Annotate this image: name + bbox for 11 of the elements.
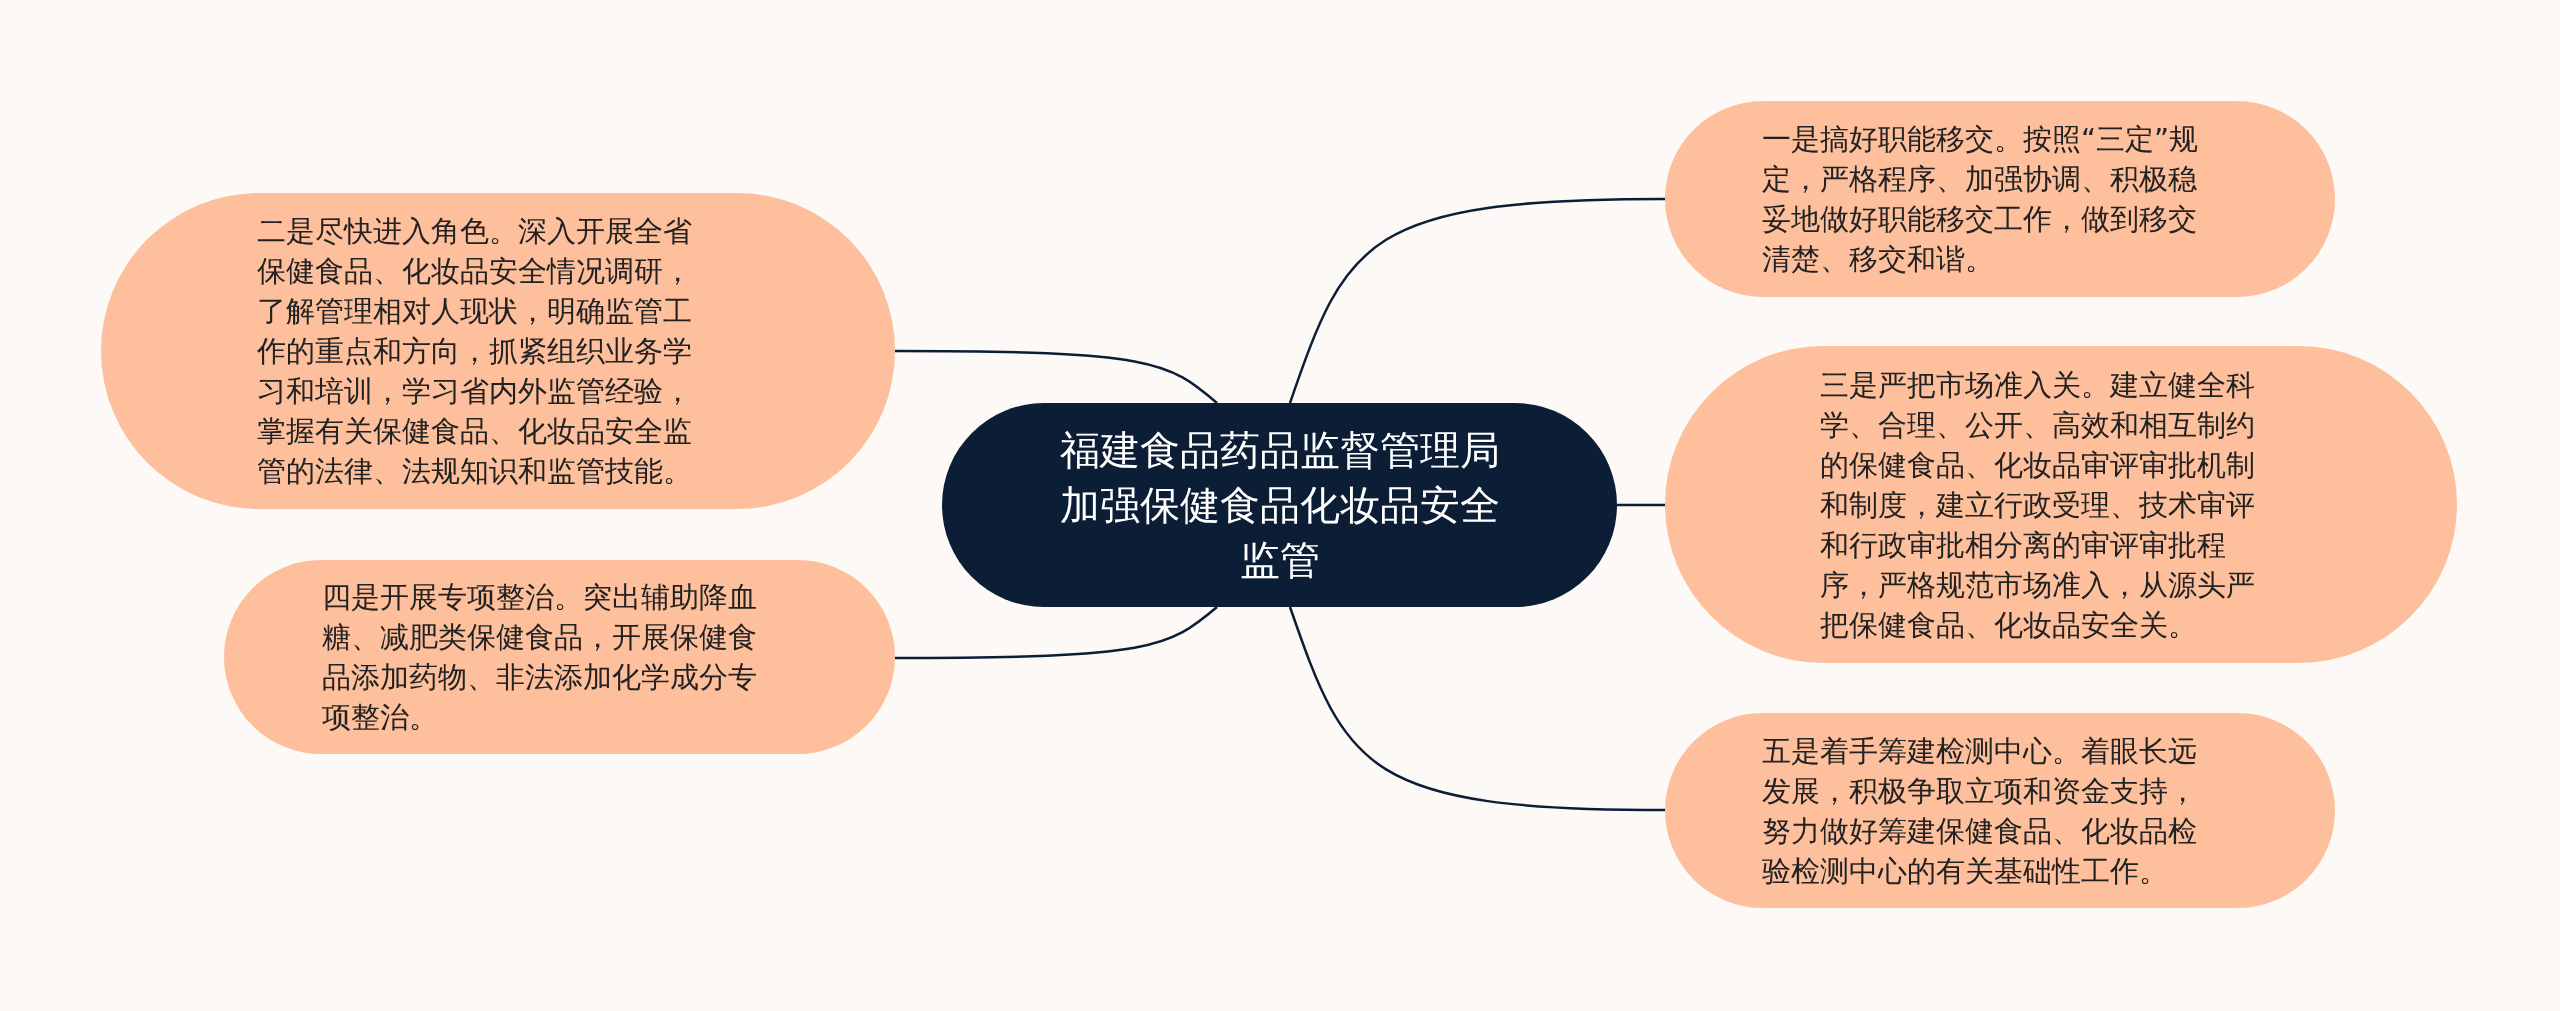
- topic-title: 福建食品药品监督管理局加强保健食品化妆品安全监管: [1058, 425, 1501, 585]
- topic-text: 二是尽快进入角色。深入开展全省保健食品、化妆品安全情况调研，了解管理相对人现状，明确监管工作的重点和方向，抓紧组织业务学习和培训，学习省内外监管经验，掌握有关保健食品、化妆品安全监管的法律、法规知识和监管技能。: [257, 213, 693, 490]
- connector-line: [1617, 503, 1665, 507]
- connector-line: [1288, 606, 1665, 812]
- topic-text: 四是开展专项整治。突出辅助降血糖、减肥类保健食品，开展保健食品添加药物、非法添加化学成分专项整治。: [322, 579, 758, 736]
- topic-text: 三是严把市场准入关。建立健全科学、合理、公开、高效和相互制约的保健食品、化妆品审评审批机制和制度，建立行政受理、技术审评和行政审批相分离的审评审批程序，严格规范市场准入，从源头严把保健食品、化妆品安全关。: [1820, 366, 2256, 644]
- topic-text: 五是着手筹建检测中心。着眼长远发展，积极争取立项和资金支持，努力做好筹建保健食品、化妆品检验检测中心的有关基础性工作。: [1762, 732, 2198, 890]
- connector-line: [1288, 197, 1665, 404]
- connector-line: [895, 349, 1218, 404]
- topic-text: 一是搞好职能移交。按照“三定”规定，严格程序、加强协调、积极稳妥地做好职能移交工作，做到移交清楚、移交和谐。: [1762, 121, 2200, 278]
- connector-line: [895, 606, 1218, 660]
